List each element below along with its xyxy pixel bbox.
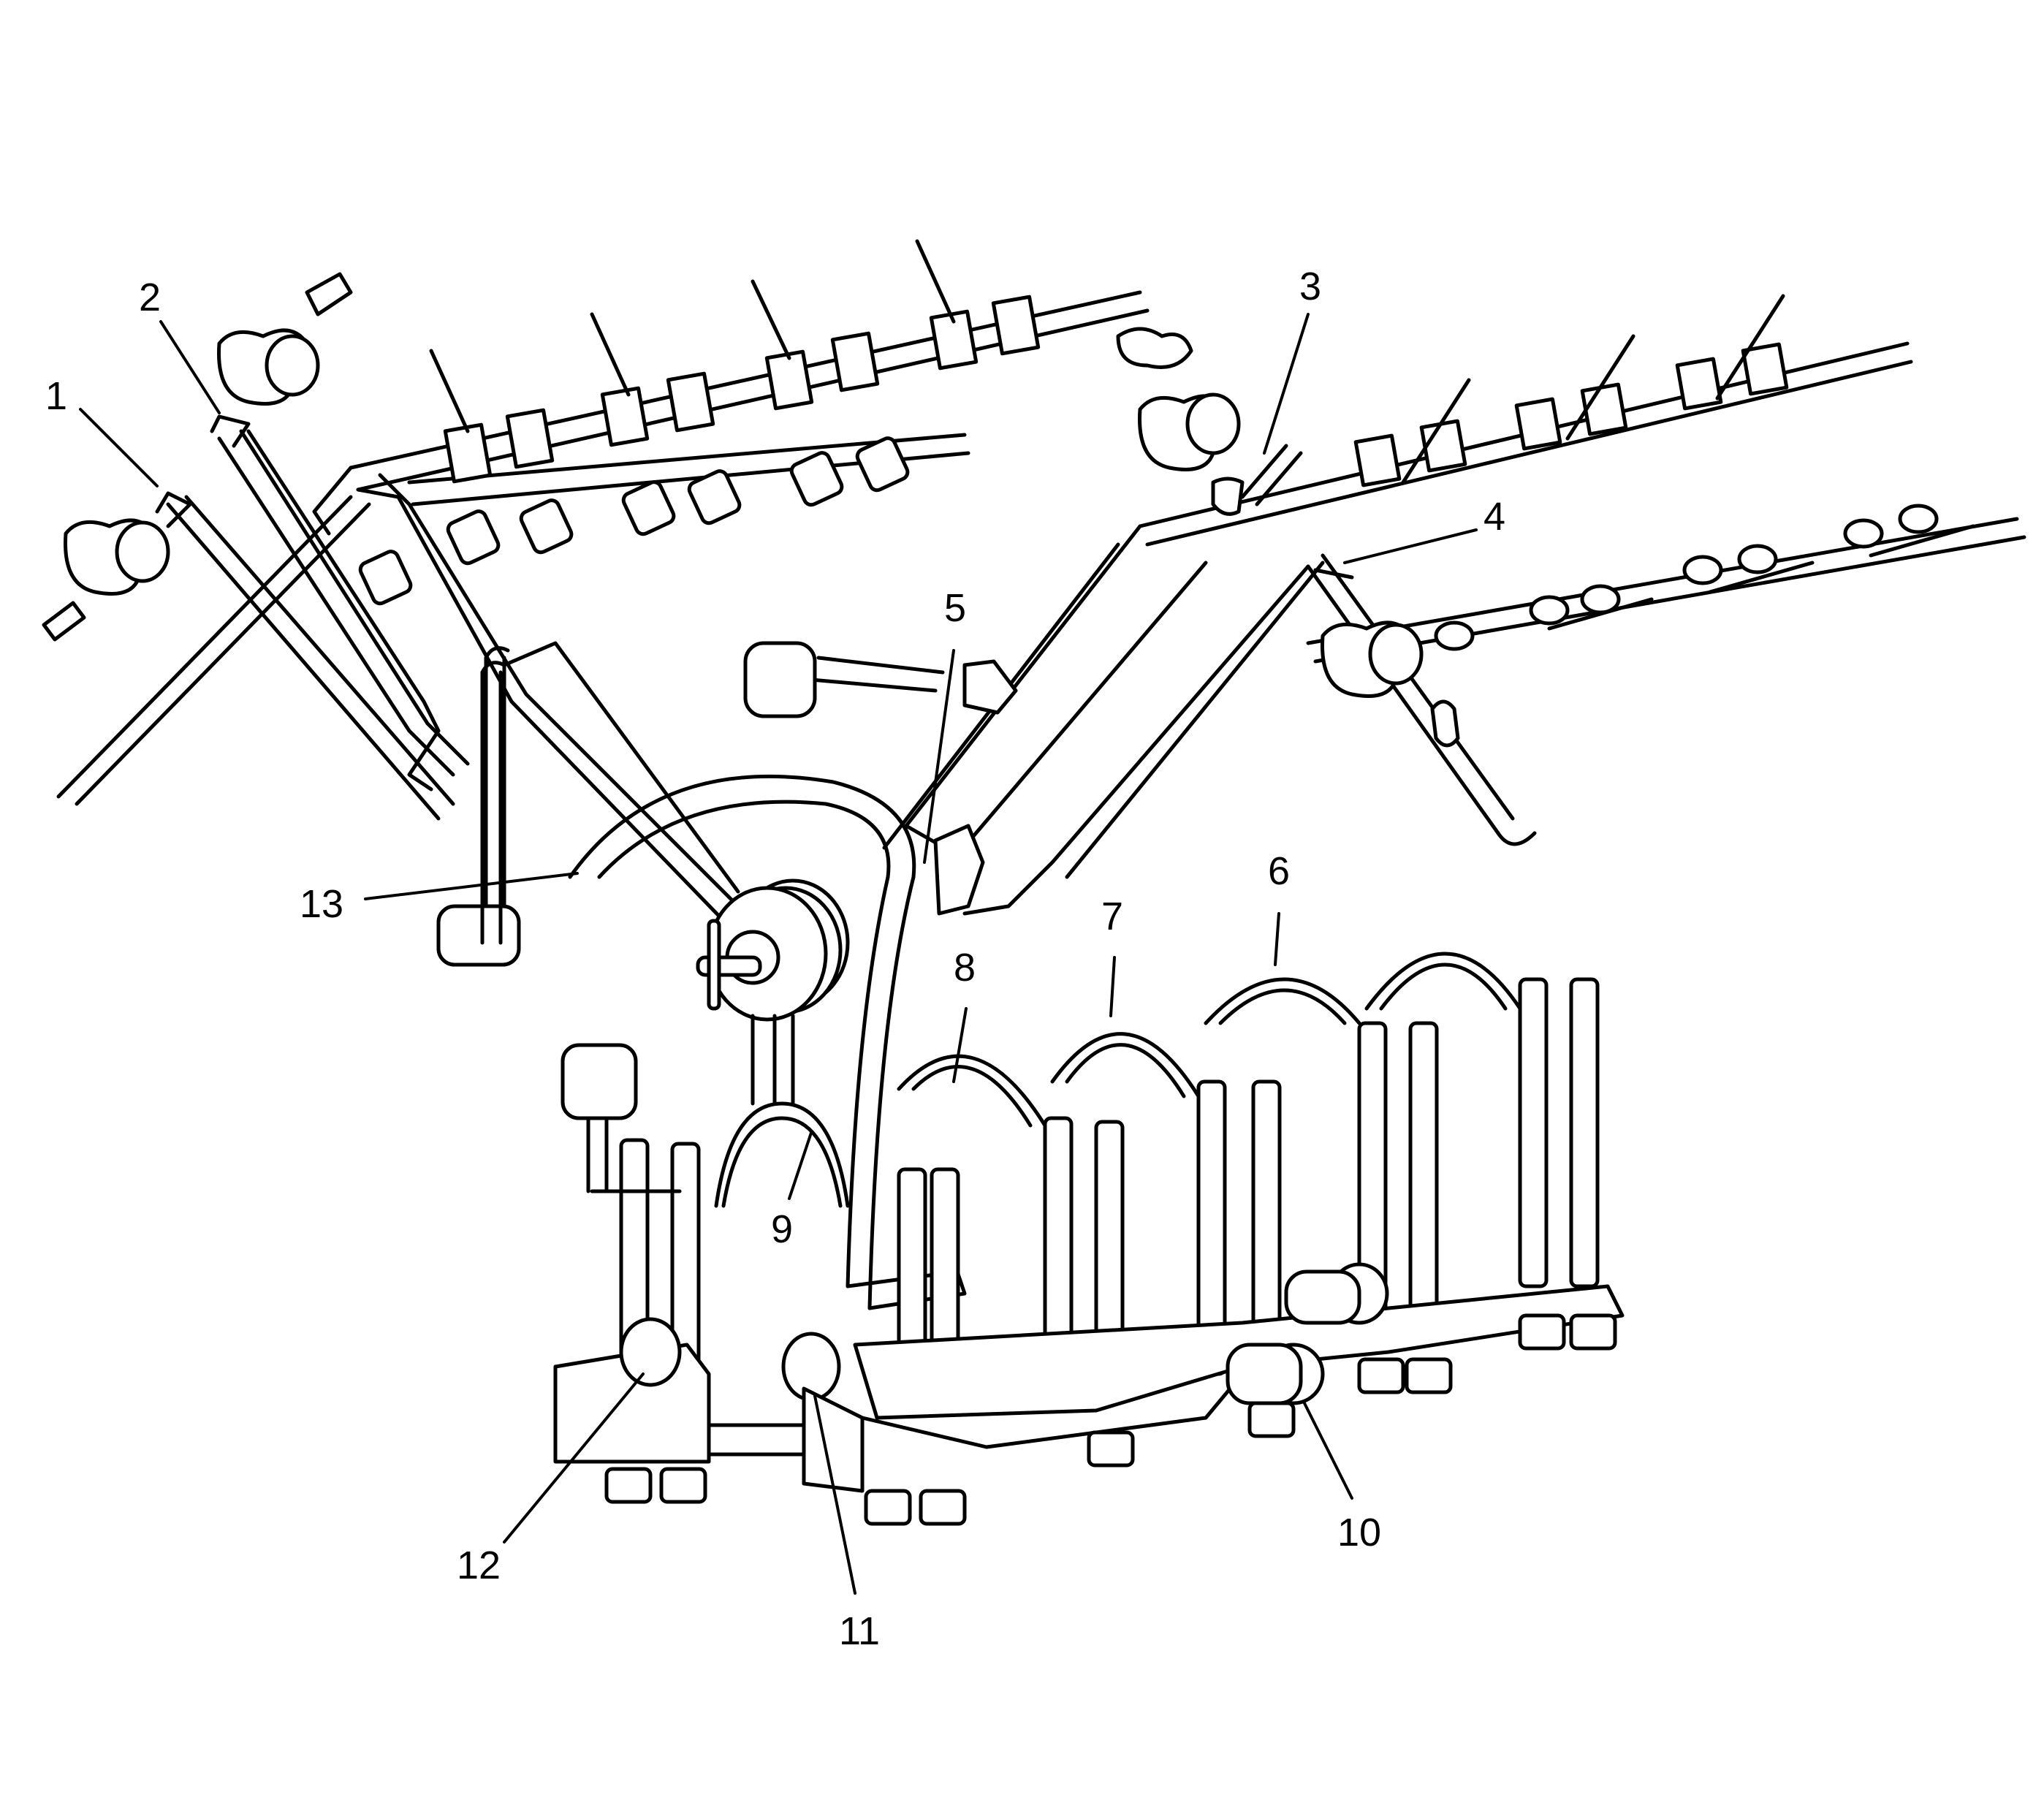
right-upper-injector-connectors [1353, 294, 1789, 487]
center-round-connector [696, 878, 850, 1022]
callout-13: 13 [300, 882, 343, 926]
crossover-harness [480, 641, 1018, 1310]
callout-4: 4 [1483, 495, 1505, 539]
right-knob-connectors [1116, 327, 1460, 748]
callout-3: 3 [1299, 265, 1321, 308]
left-tower-connector [561, 1043, 638, 1120]
mounting-bolts [604, 1313, 1617, 1526]
callout-1: 1 [45, 374, 67, 418]
callout-5: 5 [944, 586, 966, 630]
callout-6: 6 [1268, 849, 1290, 893]
callout-2: 2 [139, 276, 161, 319]
top-pigtail-connector [743, 641, 817, 718]
callout-12: 12 [457, 1544, 501, 1587]
leader-lines [79, 313, 1478, 1595]
callout-8: 8 [954, 946, 976, 990]
callout-labels: 1 2 3 4 5 6 7 8 9 10 11 12 13 [45, 265, 1505, 1653]
callout-7: 7 [1101, 895, 1123, 938]
right-lower-injector-connectors [1434, 504, 1975, 651]
lower-manifold-harness [553, 952, 1625, 1526]
right-bank-harness [882, 294, 2026, 916]
callout-11: 11 [839, 1609, 880, 1653]
connector-11 [781, 1332, 841, 1402]
left-drop-connector [436, 904, 521, 967]
left-bracket-connector [619, 1317, 682, 1387]
left-upper-injector-connectors [429, 239, 1041, 484]
left-lower-injector-connectors [358, 436, 910, 606]
callout-10: 10 [1337, 1511, 1381, 1554]
callout-9: 9 [771, 1207, 793, 1251]
left-knob-connectors [42, 272, 353, 642]
wire-5-connector [933, 824, 985, 916]
